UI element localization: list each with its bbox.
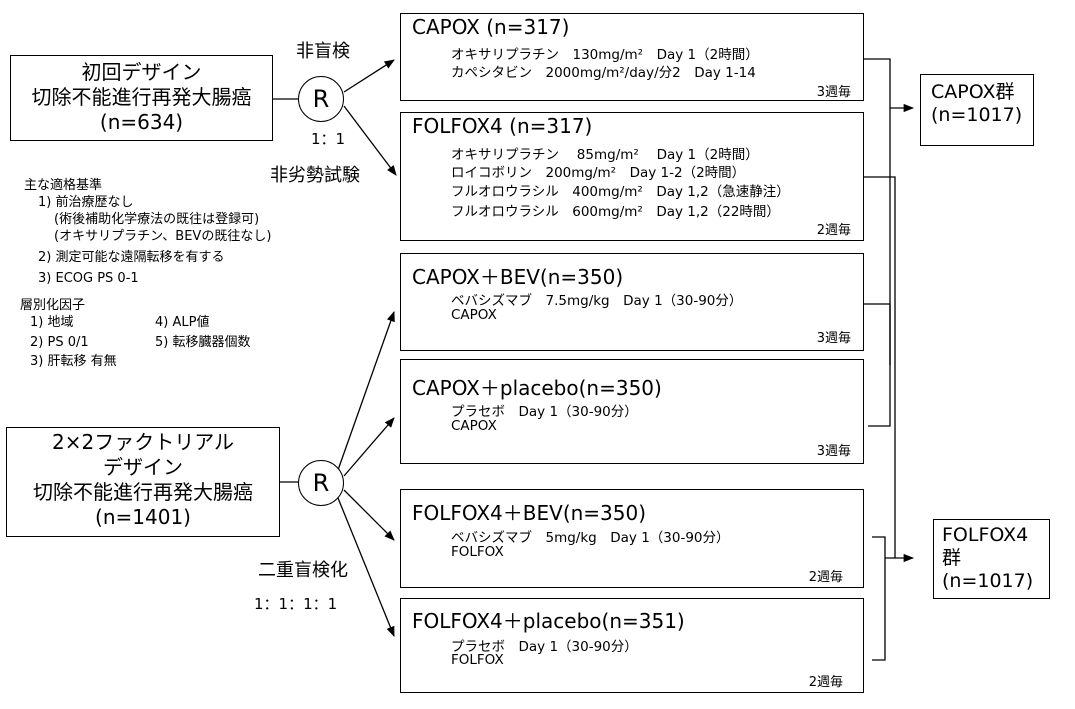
factorial-design-n: (n=1401) [95, 505, 191, 529]
capox-group-box: CAPOX群 (n=1017) [920, 74, 1034, 146]
arm-title: CAPOX＋placebo(n=350) [412, 376, 662, 400]
arm-cycle: 3週毎 [816, 444, 851, 459]
criteria-title: 主な適格基準 [24, 178, 103, 193]
initial-design-title: 初回デザイン [81, 60, 202, 84]
criteria-item-2: 2) 測定可能な遠隔転移を有する [38, 250, 225, 265]
arm-drug: フルオロウラシル 400mg/m² Day 1,2（急速静注） [451, 184, 790, 200]
strat-factor-4: 4) ALP値 [155, 315, 210, 330]
arm-drug: ベバシズマブ 5mg/kg Day 1（30-90分） [451, 530, 730, 546]
factorial-design-box: 2×2ファクトリアル デザイン 切除不能進行再発大腸癌 (n=1401) [6, 427, 280, 537]
criteria-item-3: 3) ECOG PS 0-1 [38, 271, 139, 286]
arm-cycle: 3週毎 [816, 85, 851, 100]
arm-drug: プラセボ Day 1（30-90分） [451, 404, 638, 420]
randomization-circle-factorial: R [298, 460, 344, 506]
open-label-text: 非盲検 [296, 41, 350, 62]
arm-title: CAPOX＋BEV(n=350) [412, 265, 624, 289]
arm-drug: オキサリプラチン 130mg/m² Day 1（2時間） [451, 47, 759, 63]
arm-cycle: 2週毎 [816, 223, 851, 238]
initial-design-population: 切除不能進行再発大腸癌 [31, 85, 252, 109]
factorial-design-subtitle: デザイン [103, 455, 183, 479]
strat-factor-2: 2) PS 0/1 [30, 335, 89, 350]
arm-capox-placebo: CAPOX＋placebo(n=350) プラセボ Day 1（30-90分） … [400, 359, 864, 464]
folfox-group-label-2: 群 [942, 547, 962, 569]
criteria-item-1a: (術後補助化学療法の既往は登録可) [54, 212, 260, 227]
randomization-symbol: R [312, 85, 330, 113]
arm-title: CAPOX (n=317) [412, 15, 570, 39]
noninferiority-text: 非劣勢試験 [270, 165, 360, 186]
arm-drug: FOLFOX [451, 652, 504, 668]
capox-group-label: CAPOX群 [931, 81, 1015, 103]
folfox-group-box: FOLFOX4 群 (n=1017) [933, 519, 1050, 599]
criteria-item-1: 1) 前治療歴なし [38, 195, 134, 210]
factorial-ratio-text: 1：1：1：1 [254, 595, 338, 613]
arm-folfox4-bev: FOLFOX4＋BEV(n=350) ベバシズマブ 5mg/kg Day 1（3… [400, 489, 864, 588]
initial-design-n: (n=634) [99, 110, 184, 134]
initial-design-box: 初回デザイン 切除不能進行再発大腸癌 (n=634) [10, 55, 273, 141]
arm-drug: オキサリプラチン 85mg/m² Day 1（2時間） [451, 147, 759, 163]
arm-cycle: 2週毎 [808, 570, 843, 585]
initial-ratio-text: 1：1 [311, 130, 346, 148]
folfox-group-n: (n=1017) [942, 570, 1034, 592]
arm-drug: フルオロウラシル 600mg/m² Day 1,2（22時間） [451, 204, 780, 220]
stratification-title: 層別化因子 [20, 298, 86, 313]
factorial-design-population: 切除不能進行再発大腸癌 [33, 480, 253, 504]
arm-capox: CAPOX (n=317) オキサリプラチン 130mg/m² Day 1（2時… [400, 13, 864, 101]
arm-title: FOLFOX4＋BEV(n=350) [412, 501, 647, 525]
arm-cycle: 3週毎 [816, 331, 851, 346]
arm-title: FOLFOX4＋placebo(n=351) [412, 609, 685, 633]
arm-folfox4: FOLFOX4 (n=317) オキサリプラチン 85mg/m² Day 1（2… [400, 112, 864, 241]
arm-title: FOLFOX4 (n=317) [412, 114, 593, 138]
randomization-symbol: R [312, 469, 330, 497]
strat-factor-3: 3) 肝転移 有無 [30, 354, 117, 369]
capox-group-n: (n=1017) [931, 104, 1023, 126]
arm-drug: カペシタビン 2000mg/m²/day/分2 Day 1-14 [451, 65, 756, 81]
folfox-group-label: FOLFOX4 [942, 524, 1029, 546]
double-blind-text: 二重盲検化 [258, 560, 348, 581]
arm-drug: CAPOX [451, 307, 497, 323]
arm-drug: FOLFOX [451, 544, 504, 560]
arm-drug: CAPOX [451, 418, 497, 434]
arm-capox-bev: CAPOX＋BEV(n=350) ベバシズマブ 7.5mg/kg Day 1（3… [400, 253, 864, 351]
arm-drug: ロイコボリン 200mg/m² Day 1-2（2時間） [451, 165, 746, 181]
arm-folfox4-placebo: FOLFOX4＋placebo(n=351) プラセボ Day 1（30-90分… [400, 598, 864, 693]
arm-drug: ベバシズマブ 7.5mg/kg Day 1（30-90分） [451, 293, 743, 309]
arm-drug: プラセボ Day 1（30-90分） [451, 639, 638, 655]
factorial-design-title: 2×2ファクトリアル [51, 430, 234, 454]
arm-cycle: 2週毎 [808, 675, 843, 690]
strat-factor-5: 5) 転移臓器個数 [155, 335, 251, 350]
criteria-item-1b: (オキサリプラチン、BEVの既往なし) [54, 229, 272, 244]
randomization-circle-initial: R [298, 76, 344, 122]
strat-factor-1: 1) 地域 [30, 315, 74, 330]
